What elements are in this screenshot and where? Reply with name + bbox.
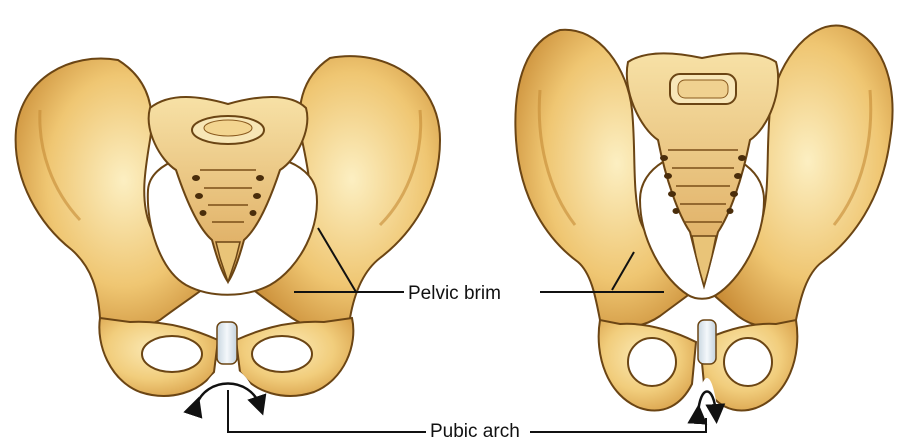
male-pubic-symphysis bbox=[698, 320, 716, 364]
male-pelvis-illustration bbox=[515, 26, 892, 414]
female-pubic-symphysis bbox=[217, 322, 237, 364]
female-right-obturator-foramen bbox=[252, 336, 312, 372]
female-pelvis-illustration bbox=[16, 56, 440, 406]
male-left-obturator-foramen bbox=[628, 338, 676, 386]
pelvic-brim-label: Pelvic brim bbox=[404, 284, 505, 303]
female-left-obturator-foramen bbox=[142, 336, 202, 372]
male-right-obturator-foramen bbox=[724, 338, 772, 386]
pubic-arch-label: Pubic arch bbox=[426, 422, 524, 441]
